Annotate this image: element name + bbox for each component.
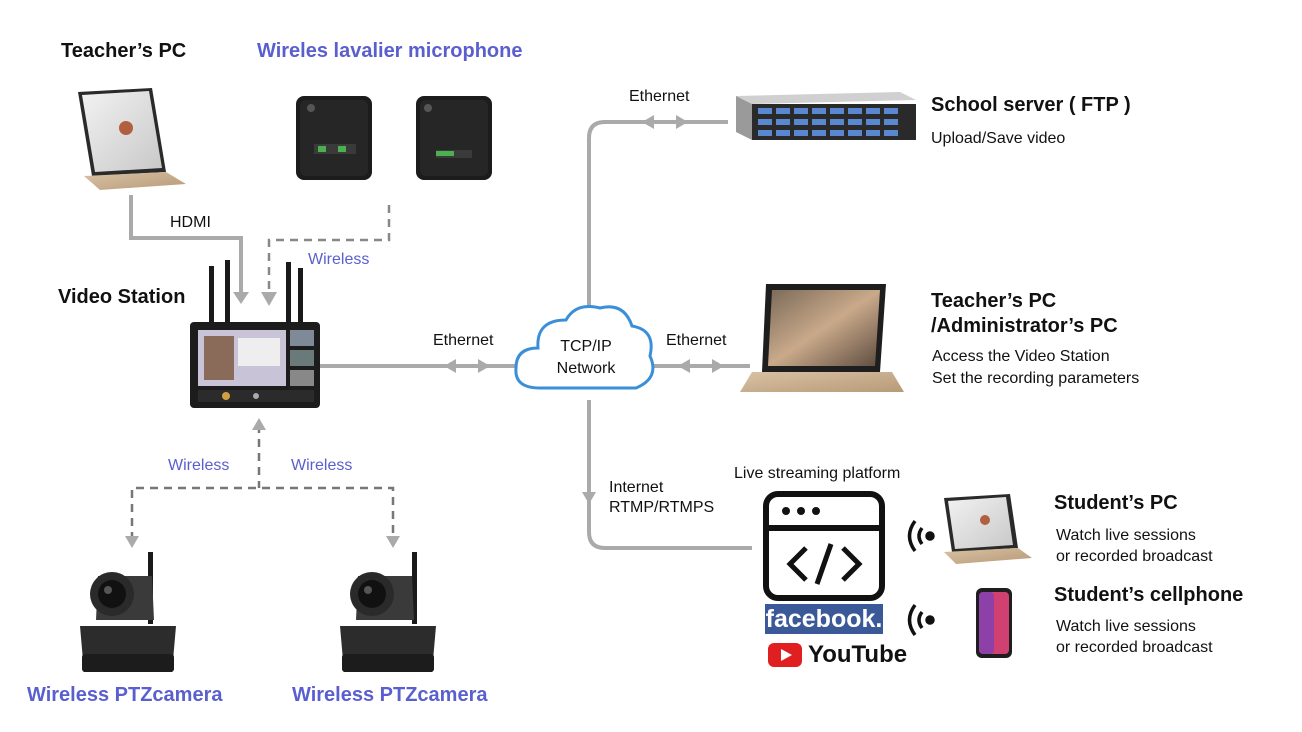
ptz-camera-right-icon bbox=[340, 552, 436, 672]
youtube-play-icon bbox=[768, 643, 802, 667]
ptz-camera-left-title: Wireless PTZcamera bbox=[27, 684, 223, 706]
video-station-icon bbox=[190, 260, 320, 408]
wireless-left-label: Wireless bbox=[168, 457, 230, 474]
facebook-logo: facebook. bbox=[765, 604, 883, 634]
wireless-mic-label: Wireless bbox=[308, 251, 370, 268]
ptz-camera-left-icon bbox=[80, 552, 176, 672]
student-pc-title: Student’s PC bbox=[1054, 492, 1178, 514]
admin-pc-title-line2: /Administrator’s PC bbox=[931, 315, 1118, 337]
student-pc-desc-line2: or recorded broadcast bbox=[1056, 548, 1213, 565]
admin-laptop-icon bbox=[740, 284, 904, 392]
student-phone-desc-line1: Watch live sessions bbox=[1056, 618, 1196, 635]
admin-pc-title-line1: Teacher’s PC bbox=[931, 290, 1057, 312]
cloud-label-line1: TCP/IP bbox=[560, 338, 612, 355]
arrow-up-station bbox=[252, 418, 266, 430]
hdmi-label: HDMI bbox=[170, 214, 211, 231]
cloud-label: TCP/IP Network bbox=[538, 336, 634, 380]
ethernet-station-label: Ethernet bbox=[433, 332, 494, 349]
student-phone-title: Student’s cellphone bbox=[1054, 584, 1244, 606]
ptz-camera-right-title: Wireless PTZcamera bbox=[292, 684, 488, 706]
internet-line bbox=[582, 400, 752, 550]
ethernet-server-label: Ethernet bbox=[629, 88, 690, 105]
microphone-receiver-icon bbox=[296, 96, 372, 180]
arrow-down-left-cam bbox=[125, 536, 139, 548]
hdmi-line bbox=[129, 195, 249, 304]
wifi-signal-icon-2 bbox=[907, 603, 935, 637]
wireless-mic-line bbox=[261, 205, 391, 306]
microphone-transmitter-icon bbox=[416, 96, 492, 180]
admin-pc-desc-line2: Set the recording parameters bbox=[932, 370, 1140, 387]
youtube-logo: YouTube bbox=[768, 640, 907, 670]
arrow-down-right-cam bbox=[386, 536, 400, 548]
tcpip-cloud-icon bbox=[514, 305, 655, 390]
ethernet-station-line bbox=[320, 359, 522, 373]
youtube-wordmark: YouTube bbox=[808, 641, 908, 668]
live-platform-label: Live streaming platform bbox=[734, 465, 901, 482]
ethernet-server-line bbox=[587, 115, 728, 318]
smartphone-icon bbox=[976, 588, 1012, 658]
video-station-title: Video Station bbox=[58, 286, 186, 308]
wifi-signal-icon bbox=[907, 519, 935, 553]
ethernet-admin-label: Ethernet bbox=[666, 332, 727, 349]
ethernet-admin-line bbox=[648, 359, 750, 373]
cloud-label-line2: Network bbox=[556, 360, 616, 377]
rtmp-label: RTMP/RTMPS bbox=[609, 499, 715, 516]
admin-pc-desc-line1: Access the Video Station bbox=[932, 348, 1110, 365]
school-server-title: School server ( FTP ) bbox=[931, 94, 1131, 116]
server-rack-icon bbox=[736, 92, 916, 140]
code-window-icon bbox=[763, 491, 885, 601]
wireless-right-label: Wireless bbox=[291, 457, 353, 474]
internet-label: Internet bbox=[609, 479, 664, 496]
student-pc-desc-line1: Watch live sessions bbox=[1056, 527, 1196, 544]
school-server-subtitle: Upload/Save video bbox=[931, 130, 1066, 147]
microphone-title: Wireles lavalier microphone bbox=[257, 40, 523, 62]
student-laptop-icon bbox=[944, 494, 1032, 564]
student-phone-desc-line2: or recorded broadcast bbox=[1056, 639, 1213, 656]
wireless-camera-lines bbox=[130, 425, 395, 540]
teacher-laptop-icon bbox=[78, 88, 186, 190]
teacher-pc-title: Teacher’s PC bbox=[61, 40, 187, 62]
